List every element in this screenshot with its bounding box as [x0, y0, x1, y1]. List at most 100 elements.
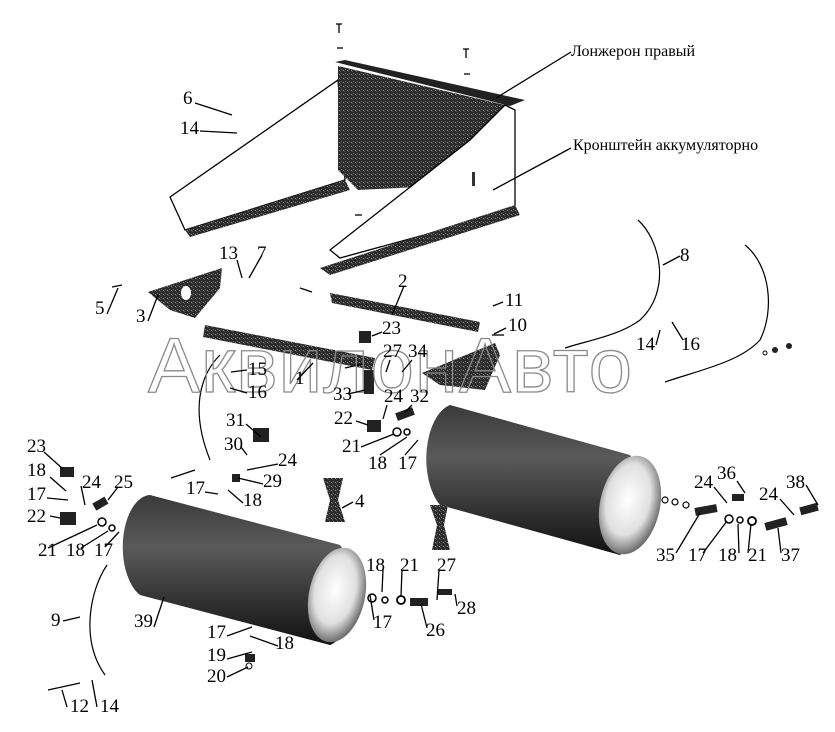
tank-body — [426, 405, 640, 555]
leader-line — [382, 404, 388, 420]
fitting-23 — [359, 331, 371, 343]
callout-21: 21 — [748, 545, 767, 566]
callout-11: 11 — [505, 290, 523, 311]
leader-line — [662, 255, 681, 266]
air-tank-upper — [426, 405, 662, 555]
callout-35: 35 — [656, 545, 675, 566]
leader-line — [194, 102, 233, 116]
leader-line — [371, 331, 383, 337]
callout-14: 14 — [636, 334, 656, 355]
fitting-19 — [245, 654, 255, 662]
leader-line — [655, 329, 661, 346]
leader-line — [153, 596, 165, 628]
callout-20: 20 — [207, 666, 226, 687]
leader-line — [91, 679, 98, 708]
washer-icon — [661, 496, 669, 504]
bracket-left-flange — [185, 180, 350, 237]
leader-line — [736, 480, 746, 494]
callout-24: 24 — [694, 472, 714, 493]
callout-38: 38 — [786, 472, 805, 493]
leader-line — [43, 451, 64, 470]
callout-14: 14 — [180, 118, 200, 139]
leader-line — [107, 486, 119, 501]
callout-24: 24 — [759, 484, 779, 505]
callout-28: 28 — [457, 598, 476, 619]
watermark: АквилонАвто — [148, 321, 633, 409]
leader-line — [675, 512, 701, 554]
callout-17: 17 — [688, 545, 707, 566]
washer-icon — [245, 662, 253, 670]
callout-18: 18 — [366, 555, 385, 576]
callout-17: 17 — [373, 612, 392, 633]
leader-line — [671, 321, 684, 341]
tank-end-cap — [307, 547, 367, 643]
leader-line — [80, 485, 86, 506]
leader-line — [248, 254, 263, 279]
caption-right-spar: Лонжерон правый — [571, 43, 695, 60]
callout-18: 18 — [368, 453, 387, 474]
leader-line — [777, 527, 782, 554]
callout-14: 14 — [100, 696, 120, 717]
washer-icon — [392, 427, 402, 437]
clamp-pad-second — [430, 505, 450, 550]
leader-line — [805, 484, 819, 506]
washer-icon — [367, 593, 377, 603]
callout-18: 18 — [718, 545, 737, 566]
leader-line — [246, 463, 279, 471]
valve-22 — [367, 420, 381, 432]
rail-part-1 — [203, 325, 375, 370]
rail-part-2 — [330, 293, 480, 332]
leader-line — [404, 439, 419, 456]
leader-line — [226, 666, 249, 678]
callout-6: 6 — [183, 88, 193, 109]
leader-line — [226, 626, 253, 637]
right-spar-flange — [335, 60, 525, 106]
leader-line — [296, 362, 314, 381]
leader-line — [360, 433, 395, 448]
leader-line — [381, 569, 384, 593]
valve-31 — [253, 428, 269, 442]
leader-line — [204, 491, 219, 495]
leader-line — [49, 515, 61, 519]
callout-31: 31 — [226, 410, 245, 431]
leader-line — [341, 501, 354, 509]
callout-37: 37 — [781, 545, 800, 566]
leader-line — [369, 594, 375, 621]
washer-icon — [682, 501, 690, 509]
fitting-38 — [799, 502, 819, 516]
washer-icon — [724, 514, 734, 524]
bolt-icon — [299, 287, 313, 293]
leader-line — [347, 389, 366, 395]
washer-icon — [381, 596, 389, 604]
callout-2: 2 — [398, 271, 408, 292]
callout-13: 13 — [219, 243, 238, 264]
callout-19: 19 — [207, 645, 226, 666]
leader-line — [49, 476, 67, 492]
hose-9 — [89, 564, 108, 676]
callout-15: 15 — [248, 359, 267, 380]
leader-line — [147, 294, 159, 322]
callout-5: 5 — [95, 298, 105, 319]
callout-18: 18 — [275, 633, 294, 654]
washer-icon — [762, 350, 768, 356]
fitting-26 — [410, 598, 428, 606]
leader-line — [713, 486, 728, 504]
leader-line — [229, 387, 248, 394]
leader-line — [61, 689, 68, 708]
fitting-25 — [92, 496, 109, 511]
leader-line — [47, 524, 98, 549]
callout-34: 34 — [408, 341, 428, 362]
callout-39: 39 — [134, 611, 153, 632]
leader-line — [779, 498, 795, 516]
washer-icon — [97, 517, 107, 527]
leader-line — [454, 593, 458, 607]
callout-32: 32 — [410, 386, 429, 407]
leader-line — [492, 301, 504, 307]
leader-line — [420, 603, 428, 629]
leader-line — [400, 569, 403, 597]
callout-23: 23 — [382, 318, 401, 339]
callout-29: 29 — [263, 471, 282, 492]
